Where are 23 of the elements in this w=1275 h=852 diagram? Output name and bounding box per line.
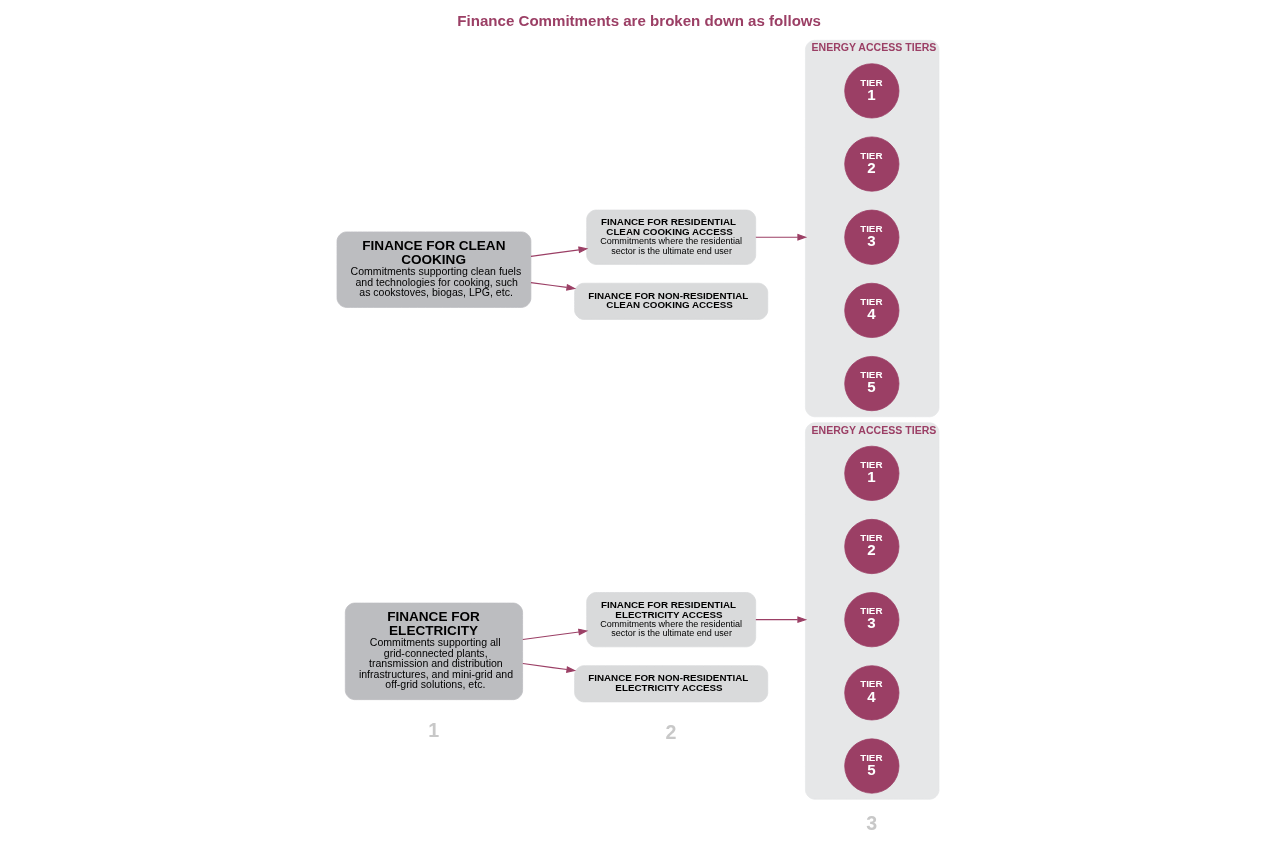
node-box: FINANCE FOR NON-RESIDENTIAL ELECTRICITY ACCESS	[573, 665, 768, 703]
node-circle: TIER 2	[843, 518, 899, 575]
node-circle: TIER 5	[843, 738, 899, 794]
node-box: FINANCE FOR RESIDENTIAL ELECTRICITY ACCESS Commitments where the residential sector is the ultimate end user	[585, 592, 756, 648]
node-circle: TIER 3	[843, 592, 899, 648]
arrow	[754, 233, 807, 241]
node-box: FINANCE FOR CLEAN COOKING Commitments supporting clean fuels and technologies for cooking, such as cookstoves, biogas, LPG, etc.	[336, 231, 531, 308]
node-box: FINANCE FOR NON-RESIDENTIAL CLEAN COOKING ACCESS	[573, 282, 768, 320]
arrow	[754, 616, 807, 624]
arrow	[529, 246, 588, 257]
node-circle: TIER 1	[843, 63, 899, 119]
arrow	[521, 662, 576, 673]
node-circle: TIER 5	[843, 356, 899, 412]
arrow	[529, 282, 576, 291]
node-circle: TIER 4	[843, 665, 899, 721]
arrow	[521, 628, 588, 641]
node-box: FINANCE FOR ELECTRICITY Commitments supporting all grid-connected plants, transmission and distribution infrastructures, and mini-grid and off-grid solutions, etc.	[344, 602, 523, 700]
node-circle: TIER 1	[843, 445, 899, 501]
node-circle: TIER 4	[843, 282, 899, 338]
node-circle: TIER 3	[843, 209, 899, 265]
node-circle: TIER 2	[843, 136, 899, 192]
node-box: FINANCE FOR RESIDENTIAL CLEAN COOKING ACCESS Commitments where the residential sector is the ultimate end user	[585, 209, 756, 265]
diagram-title: Finance Commitments are broken down as follows	[456, 12, 821, 30]
